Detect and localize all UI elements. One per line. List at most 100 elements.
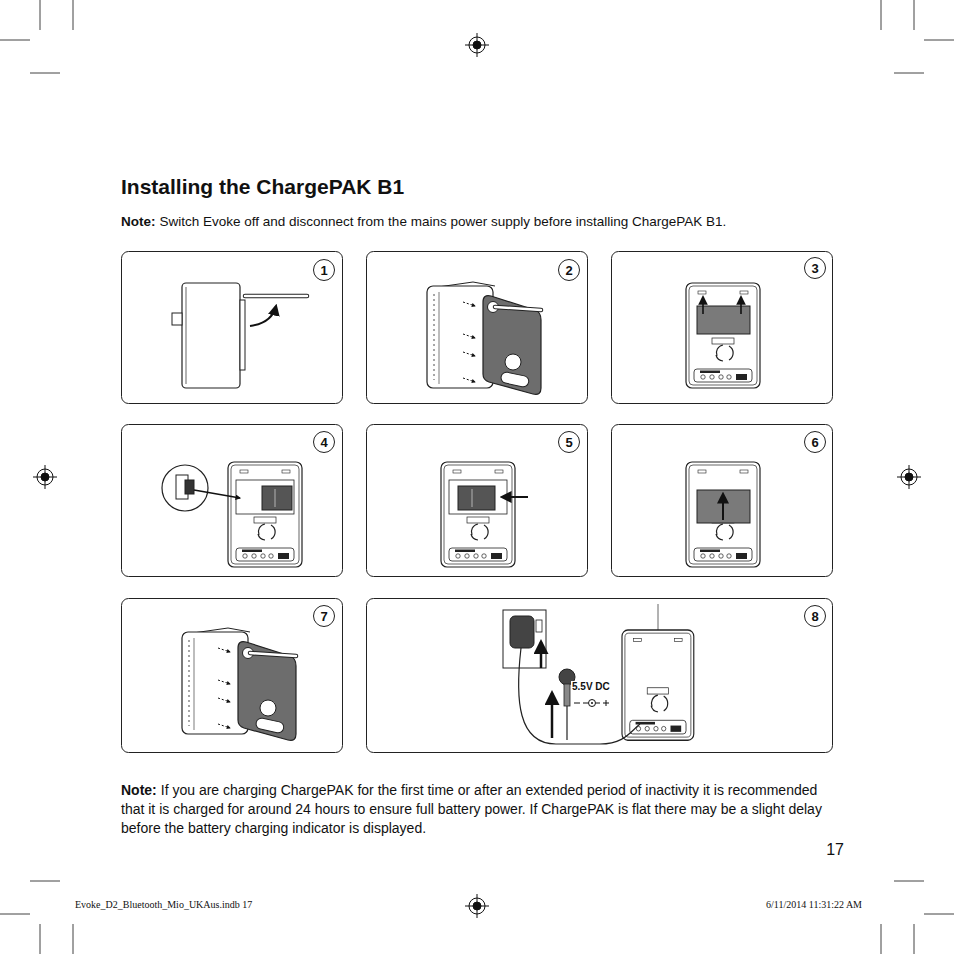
step-panels-part	[367, 252, 588, 404]
step8-connect-power-part	[503, 610, 546, 668]
step-number-text: 8	[811, 610, 818, 623]
registration-marks-part-part	[477, 894, 478, 918]
registration-marks-part	[465, 894, 489, 918]
step5-insert-battery-part	[472, 489, 473, 507]
step2-back-plate-removal	[427, 282, 541, 394]
step8-connect-power-part	[574, 703, 580, 704]
step3-cover-removal-part	[697, 306, 750, 334]
step6-replace-cover-part	[722, 494, 724, 520]
step1-radio-side	[172, 283, 307, 388]
step5-insert-battery-part	[458, 486, 495, 510]
step4-connect-battery	[162, 462, 302, 567]
step1-radio-side-part	[245, 295, 307, 298]
step5-insert-battery-part	[502, 496, 528, 498]
step-number-text: 5	[565, 436, 572, 449]
crop-marks-part	[30, 881, 60, 882]
page-title: Installing the ChargePAK B1	[121, 175, 404, 199]
step5-insert-battery-part	[449, 480, 507, 514]
page-number: 17	[826, 841, 844, 859]
step8-connect-power-part	[536, 620, 542, 632]
step-panels-part	[122, 425, 343, 577]
crop-marks-part	[924, 914, 954, 915]
step1-radio-side-part	[250, 306, 276, 326]
step-number-text: 6	[811, 436, 818, 449]
registration-marks-part-part	[477, 33, 478, 57]
step-number: 7	[313, 605, 335, 627]
note-paragraph: Note:If you are charging ChargePAK for t…	[121, 781, 826, 838]
step2-back-plate-removal-part	[427, 282, 541, 394]
step8-connect-power-part	[589, 700, 596, 707]
note-text: Switch Evoke off and disconnect from the…	[160, 214, 727, 229]
step8-connect-power-part	[591, 702, 593, 704]
step8-connect-power-part	[540, 642, 543, 668]
step-panels-part	[367, 425, 588, 577]
note-text: If you are charging ChargePAK for the fi…	[121, 782, 822, 836]
crop-marks-part	[40, 924, 41, 954]
registration-marks-part-part	[45, 465, 46, 489]
registration-marks-part	[33, 465, 57, 489]
step4-connect-battery-part	[262, 486, 292, 510]
print-slug: Evoke_D2_Bluetooth_Mio_UKAus.indb 17	[75, 899, 252, 910]
crop-marks-part	[40, 0, 41, 30]
step-number: 2	[558, 259, 580, 281]
step-panels-part	[612, 252, 833, 404]
crop-marks-part	[0, 40, 30, 41]
step3-cover-removal-part	[686, 283, 760, 388]
crop-marks-part	[881, 0, 882, 30]
crop-marks-part	[894, 73, 924, 74]
crop-marks-part	[881, 924, 882, 954]
step8-connect-power-part	[564, 684, 570, 706]
step8-connect-power-part	[510, 616, 534, 648]
step-number: 3	[804, 257, 826, 279]
step1-radio-side-part	[186, 287, 187, 384]
step1-radio-side-part	[182, 283, 240, 388]
step-number-text: 4	[320, 436, 327, 449]
registration-marks-part-part	[909, 465, 910, 489]
step-number: 8	[804, 605, 826, 627]
step4-connect-battery-part	[194, 490, 240, 498]
crop-marks-part	[0, 914, 30, 915]
note-paragraph: Note: Switch Evoke off and disconnect fro…	[121, 213, 861, 231]
step8-connect-power-part	[606, 700, 607, 706]
print-date: 6/11/2014 11:31:22 AM	[766, 899, 862, 910]
note-heading: Note:	[121, 782, 157, 798]
step8-connect-power-part	[551, 693, 554, 738]
step8-connect-power-part	[583, 703, 588, 704]
crop-marks-part	[914, 0, 915, 30]
step8-connect-power-part-part	[622, 630, 694, 740]
step-number: 6	[804, 431, 826, 453]
crop-marks-part	[73, 0, 74, 30]
step-panels-part	[122, 252, 343, 404]
voltage-label: 5.5V DC	[571, 681, 611, 692]
crop-marks-part	[30, 73, 60, 74]
note-heading: Note:	[121, 214, 156, 229]
step8-connect-power-part	[566, 706, 567, 740]
step4-connect-battery-part	[275, 489, 276, 507]
step3-cover-removal	[686, 283, 760, 388]
registration-marks-part	[465, 33, 489, 57]
step-panels	[122, 252, 833, 753]
step4-connect-battery-part	[162, 465, 208, 511]
crop-marks-part	[894, 881, 924, 882]
step-number-text: 1	[320, 264, 327, 277]
step-panels-part	[612, 425, 833, 577]
step8-connect-power-part	[519, 648, 640, 744]
step-number: 4	[313, 431, 335, 453]
step5-insert-battery-part	[441, 462, 515, 567]
step5-insert-battery	[441, 462, 528, 567]
step3-cover-removal-part	[702, 297, 704, 314]
step-number-text: 2	[565, 264, 572, 277]
step8-connect-power	[503, 604, 694, 744]
step3-cover-removal-part	[740, 297, 742, 314]
step7-refit-back-plate-part	[182, 628, 296, 740]
registration-marks	[33, 33, 921, 918]
crop-marks-part	[914, 924, 915, 954]
step8-connect-power-part	[622, 630, 694, 740]
step4-connect-battery-part	[228, 462, 302, 567]
crop-marks-part	[924, 40, 954, 41]
step4-connect-battery-part	[236, 480, 294, 514]
step8-connect-power-part	[596, 703, 600, 704]
step-number-text: 3	[811, 262, 818, 275]
step1-radio-side-part	[240, 300, 245, 370]
